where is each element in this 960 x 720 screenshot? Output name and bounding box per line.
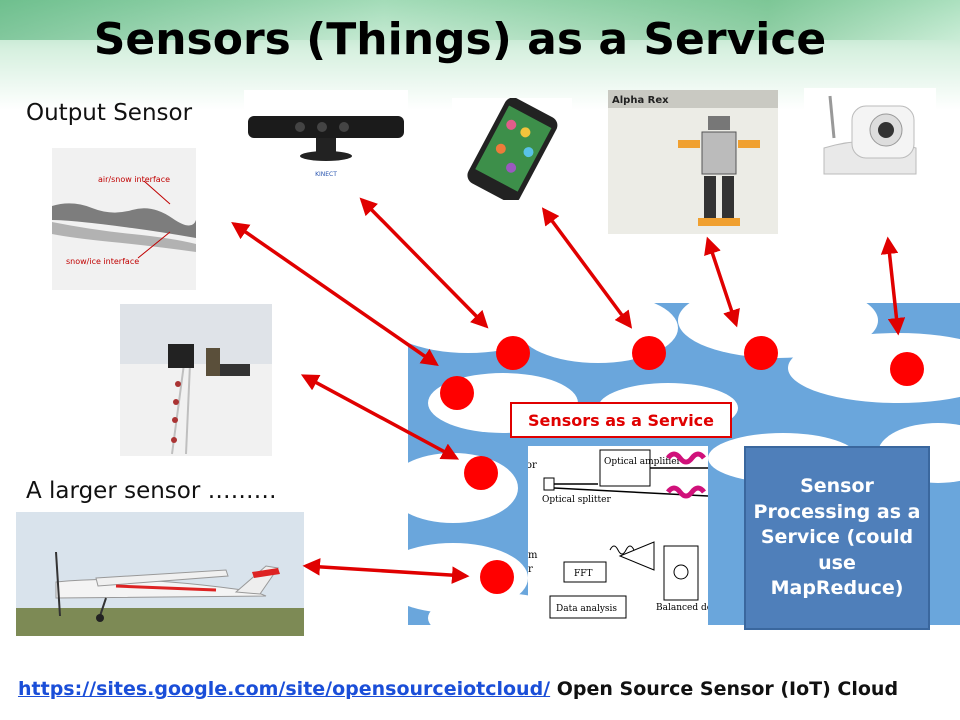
- kinect-graphic: KINECT: [248, 116, 404, 178]
- larger-sensor-label: A larger sensor ………: [26, 478, 277, 504]
- diagram-label-amplifier: Optical amplifier: [604, 457, 682, 467]
- cloud-puff: [408, 453, 518, 523]
- cloud-sensor-dot: [480, 560, 514, 594]
- iphone-graphic: [467, 98, 558, 200]
- diagram-label-fft: FFT: [574, 569, 593, 579]
- kinect-brand-text: KINECT: [315, 171, 337, 178]
- diagram-label-m: m: [528, 550, 538, 561]
- cloud-sensor-dot: [632, 336, 666, 370]
- diagram-label-or: or: [528, 460, 537, 471]
- radar-text-top: air/snow interface: [98, 175, 170, 184]
- airplane-image: [16, 512, 304, 636]
- kinect-image: KINECT: [244, 90, 408, 186]
- arrow-camera: [880, 236, 906, 336]
- cloud-puff: [788, 333, 960, 403]
- diagram-label-analysis: Data analysis: [556, 604, 617, 614]
- camera-image: [804, 88, 936, 186]
- cloud-sensor-dot: [890, 352, 924, 386]
- arrow-radar: [231, 222, 439, 366]
- footer-link[interactable]: https://sites.google.com/site/opensource…: [18, 678, 551, 700]
- cloud-sensor-dot: [744, 336, 778, 370]
- optical-diagram: or Optical amplifier Optical splitter m …: [526, 446, 740, 626]
- output-sensor-label: Output Sensor: [26, 100, 193, 126]
- background-streak: [0, 0, 960, 40]
- footer-text: Open Source Sensor (IoT) Cloud: [550, 678, 899, 700]
- radar-text-bottom: snow/ice interface: [66, 257, 139, 266]
- diagram-label-r: r: [528, 564, 533, 575]
- sensors-as-a-service-box: Sensors as a Service: [510, 402, 732, 438]
- processing-as-a-service-box: Sensor Processing as a Service (could us…: [744, 446, 930, 630]
- airplane-graphic: [16, 512, 304, 636]
- optical-diagram-graphic: or Optical amplifier Optical splitter m …: [526, 446, 740, 626]
- radar-image: air/snow interface snow/ice interface: [52, 148, 196, 290]
- cloud-sensor-dot: [496, 336, 530, 370]
- arrow-iphone: [541, 207, 633, 329]
- cloud-sensor-dot: [464, 456, 498, 490]
- slide-title: Sensors (Things) as a Service: [93, 14, 827, 65]
- robot-image: Alpha Rex: [608, 90, 778, 234]
- diagram-label-splitter: Optical splitter: [542, 495, 611, 505]
- arrow-airplane: [302, 558, 470, 584]
- camera-graphic: [823, 95, 917, 175]
- footer: https://sites.google.com/site/opensource…: [18, 678, 898, 700]
- robot-caption: Alpha Rex: [612, 95, 669, 106]
- diagram-label-detector: Balanced detector: [656, 603, 708, 613]
- iphone-image: [452, 98, 572, 200]
- robot-graphic: Alpha Rex: [608, 90, 778, 234]
- arrow-snow: [300, 374, 460, 460]
- radar-graphic: air/snow interface snow/ice interface: [52, 148, 196, 290]
- arrow-kinect: [359, 197, 489, 329]
- arrow-robot: [704, 236, 740, 328]
